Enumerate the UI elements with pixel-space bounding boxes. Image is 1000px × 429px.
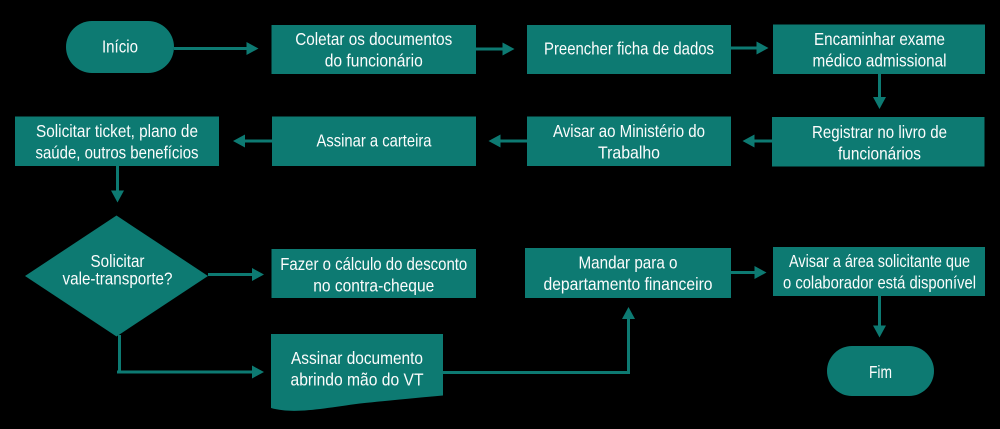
svg-text:no contra-cheque: no contra-cheque xyxy=(313,276,434,296)
svg-text:Assinar a carteira: Assinar a carteira xyxy=(317,130,432,150)
svg-text:médico admissional: médico admissional xyxy=(813,50,947,70)
svg-text:Mandar para o: Mandar para o xyxy=(579,253,678,273)
svg-text:Fazer o cálculo do desconto: Fazer o cálculo do desconto xyxy=(280,254,467,274)
svg-text:Trabalho: Trabalho xyxy=(598,142,660,162)
svg-text:abrindo mão do VT: abrindo mão do VT xyxy=(291,370,424,390)
svg-text:Fim: Fim xyxy=(869,362,892,382)
svg-text:Avisar a área solicitante que: Avisar a área solicitante que xyxy=(789,251,970,271)
svg-text:funcionários: funcionários xyxy=(838,143,921,163)
svg-text:o colaborador está disponível: o colaborador está disponível xyxy=(783,273,976,293)
svg-text:saúde, outros benefícios: saúde, outros benefícios xyxy=(36,142,199,162)
svg-text:Preencher ficha de dados: Preencher ficha de dados xyxy=(544,39,714,59)
svg-text:Encaminhar exame: Encaminhar exame xyxy=(814,29,945,49)
svg-text:Início: Início xyxy=(102,37,138,57)
svg-text:Avisar ao Ministério do: Avisar ao Ministério do xyxy=(553,121,705,141)
svg-text:Coletar os documentos: Coletar os documentos xyxy=(295,29,452,49)
svg-text:do funcionário: do funcionário xyxy=(325,51,423,71)
svg-text:vale-transporte?: vale-transporte? xyxy=(63,269,173,289)
svg-text:departamento financeiro: departamento financeiro xyxy=(544,274,713,294)
svg-text:Assinar documento: Assinar documento xyxy=(291,348,423,368)
svg-text:Solicitar ticket, plano de: Solicitar ticket, plano de xyxy=(36,121,198,141)
svg-text:Registrar no livro de: Registrar no livro de xyxy=(812,122,947,142)
svg-text:Solicitar: Solicitar xyxy=(91,251,145,271)
